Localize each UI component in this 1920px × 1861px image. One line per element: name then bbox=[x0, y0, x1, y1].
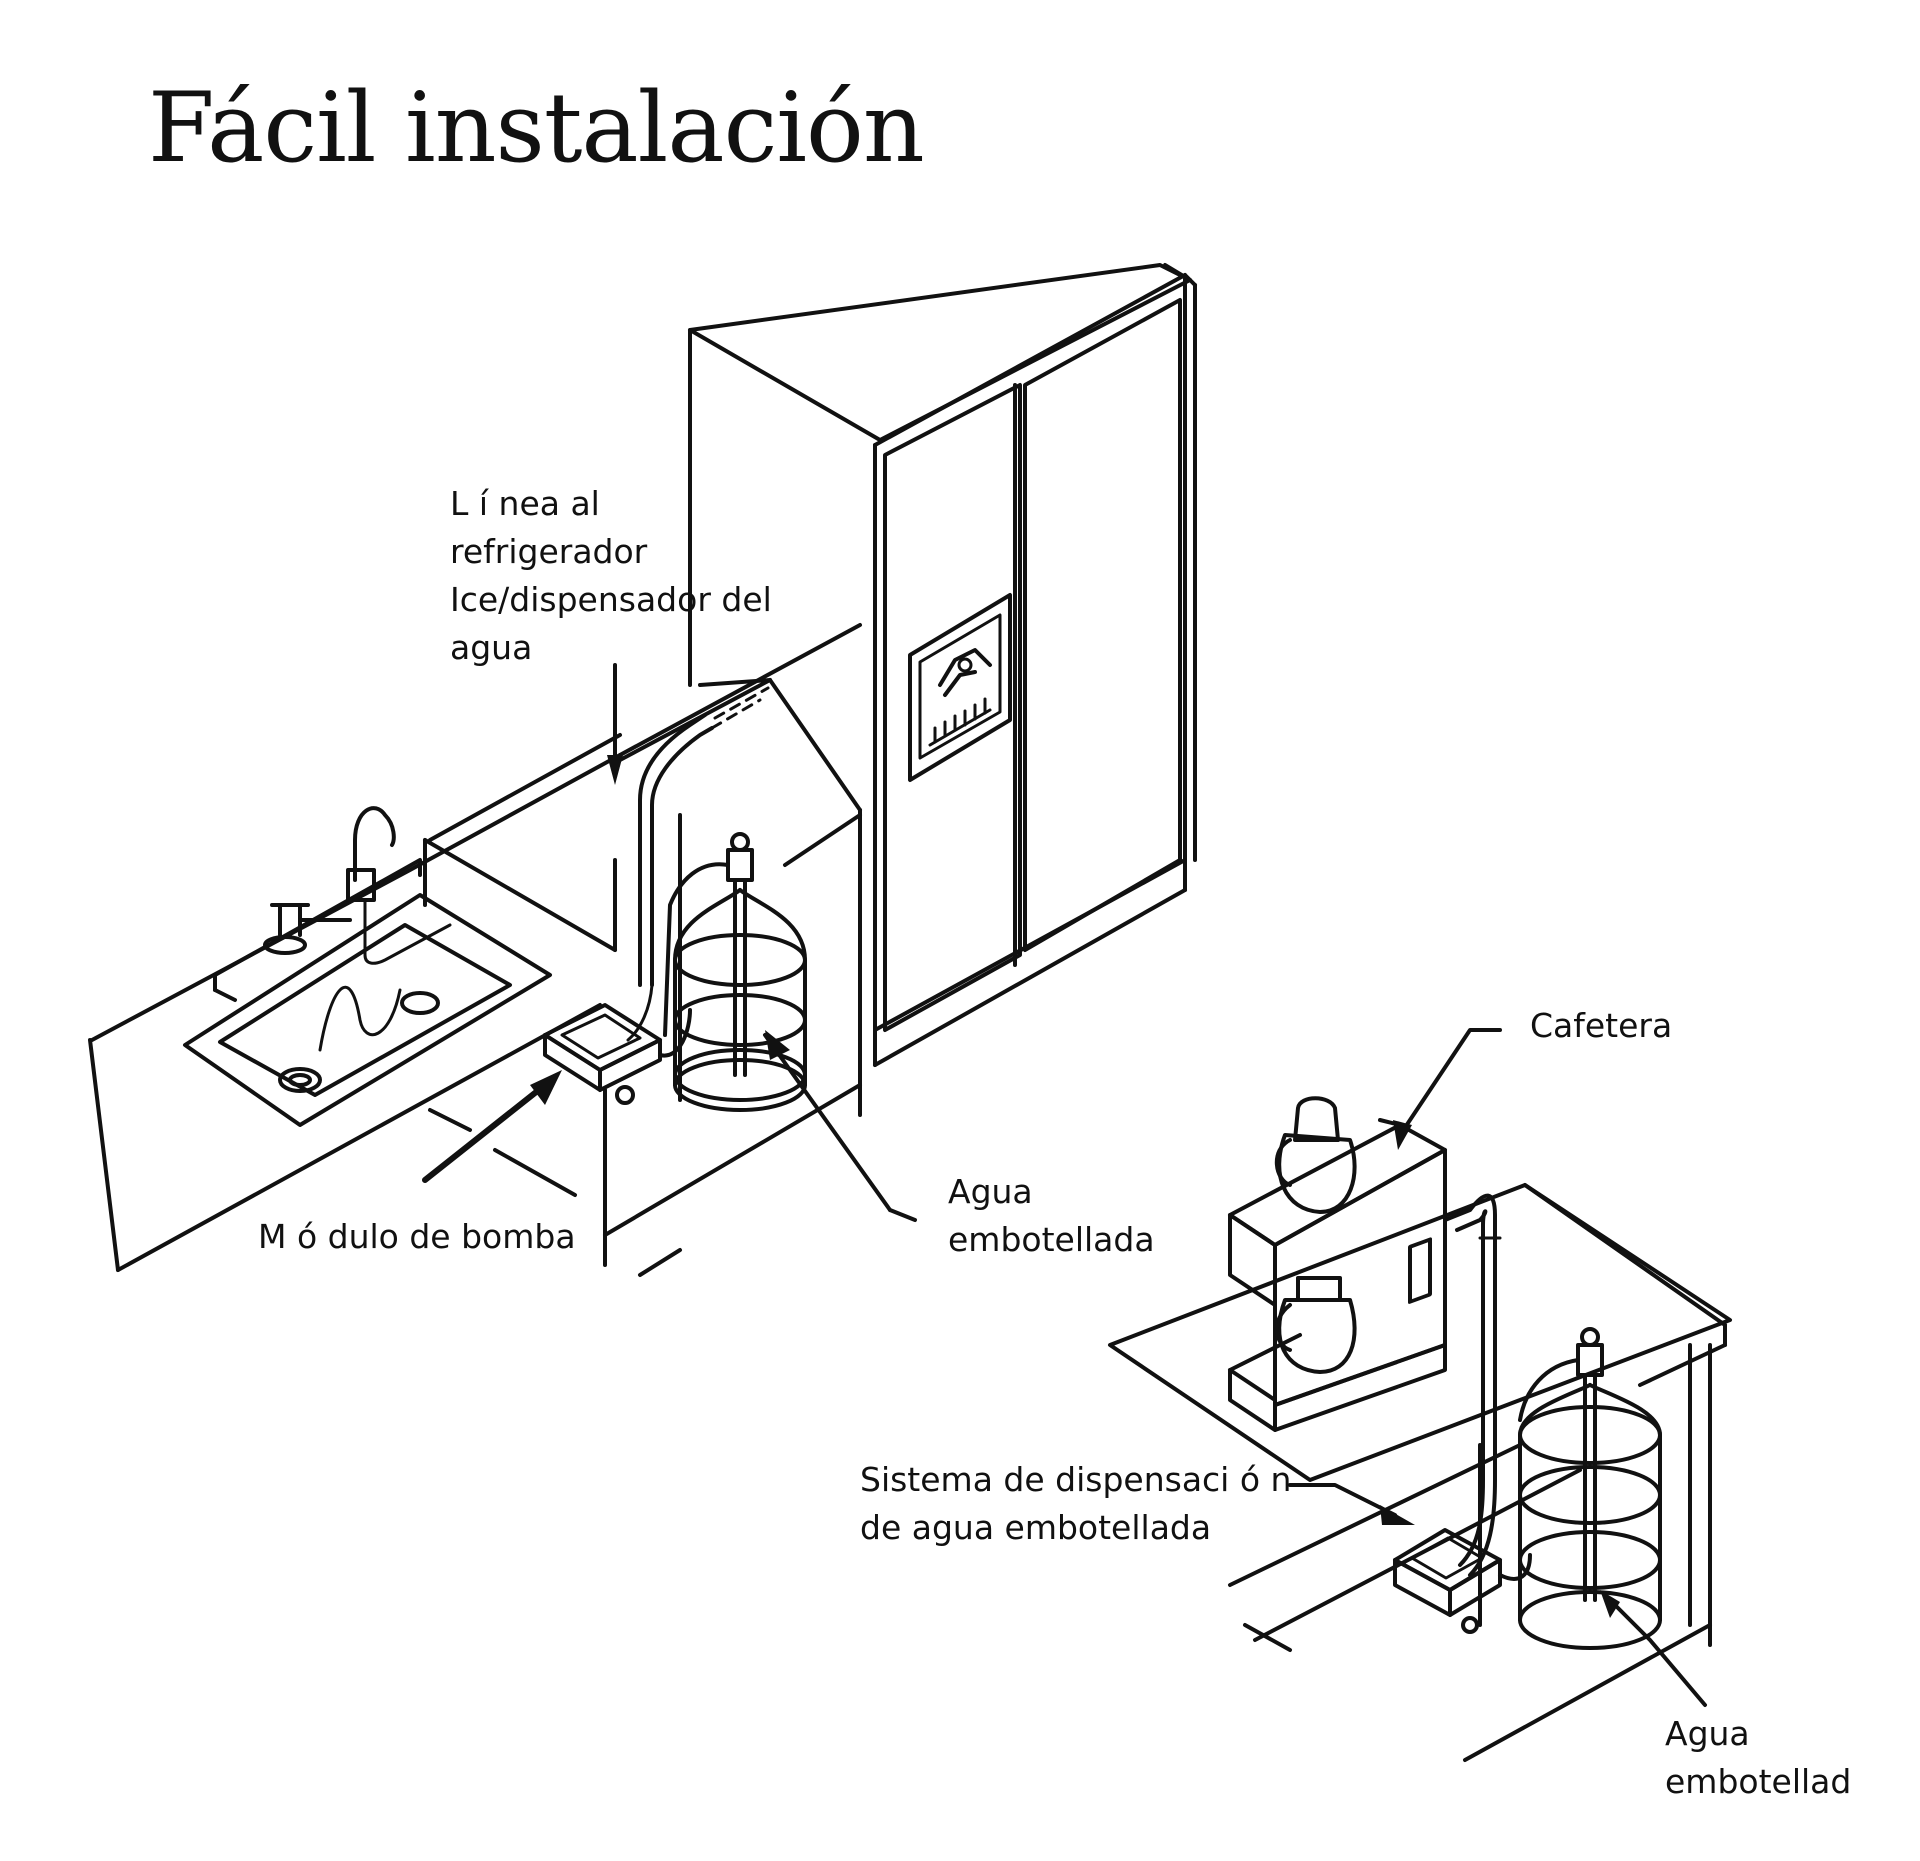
coffee-water-line bbox=[1443, 1193, 1502, 1577]
faucets bbox=[263, 806, 452, 965]
coffee-maker bbox=[1228, 1096, 1447, 1432]
fridge-line-label: L í nea al refrigerador Ice/dispensador … bbox=[450, 480, 772, 672]
dispensing-system-label-line-2: de agua embotellada bbox=[860, 1508, 1212, 1547]
fridge-line-label-line-4: agua bbox=[450, 628, 533, 667]
coffee-maker-label: Cafetera bbox=[1530, 1006, 1673, 1045]
water-bottle-left bbox=[663, 832, 807, 1112]
fridge-line-label-line-3: Ice/dispensador del bbox=[450, 580, 772, 619]
bottled-water-label-right-line-1: Agua bbox=[1665, 1714, 1750, 1753]
pump-module-left bbox=[543, 1003, 692, 1105]
bottled-water-label-right: Agua embotellad bbox=[1665, 1710, 1851, 1806]
bottled-water-label-left: Agua embotellada bbox=[948, 1168, 1155, 1264]
fridge-line-label-line-1: L í nea al bbox=[450, 484, 600, 523]
dispensing-system-label: Sistema de dispensaci ó n de agua embote… bbox=[860, 1456, 1291, 1552]
sink bbox=[183, 858, 552, 1127]
bottled-water-label-left-line-2: embotellada bbox=[948, 1220, 1155, 1259]
pump-module-label: M ó dulo de bomba bbox=[258, 1217, 576, 1256]
refrigerator bbox=[688, 263, 1197, 1067]
bottled-water-label-left-line-1: Agua bbox=[948, 1172, 1033, 1211]
left-arrows bbox=[422, 663, 917, 1222]
fridge-line-label-line-2: refrigerador bbox=[450, 532, 648, 571]
bottled-water-label-right-line-2: embotellad bbox=[1665, 1762, 1852, 1801]
pump-module-right bbox=[1393, 1528, 1532, 1634]
fridge-water-line bbox=[626, 686, 770, 1042]
dispensing-system-label-line-1: Sistema de dispensaci ó n bbox=[860, 1460, 1292, 1499]
page-title: Fácil instalación bbox=[148, 72, 925, 184]
water-bottle-right bbox=[1518, 1327, 1662, 1650]
right-arrows bbox=[1288, 1028, 1707, 1707]
